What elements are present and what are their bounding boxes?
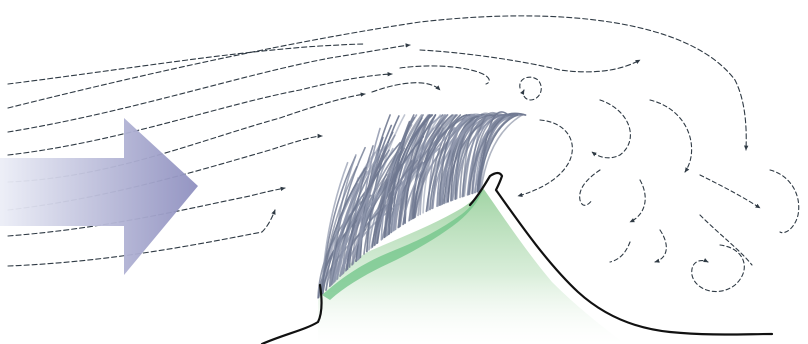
streamline [400, 66, 489, 84]
wind-direction-arrow [0, 118, 198, 275]
eddy [580, 170, 600, 205]
streamline [8, 44, 365, 84]
turbulent-eddies [518, 77, 799, 291]
eddy [520, 77, 541, 100]
eddy [592, 100, 630, 158]
eddy [700, 215, 752, 265]
eddy [630, 180, 645, 222]
streamline [372, 83, 440, 92]
eddy [655, 230, 666, 262]
ground-profile [262, 285, 322, 344]
streamline [420, 50, 640, 72]
streamline [8, 45, 410, 132]
eddy [692, 245, 745, 292]
eddy [518, 120, 572, 196]
eddy [610, 242, 630, 262]
eddy [770, 170, 799, 233]
eddy [700, 175, 760, 208]
streamline [8, 16, 746, 150]
eddy [650, 100, 692, 172]
